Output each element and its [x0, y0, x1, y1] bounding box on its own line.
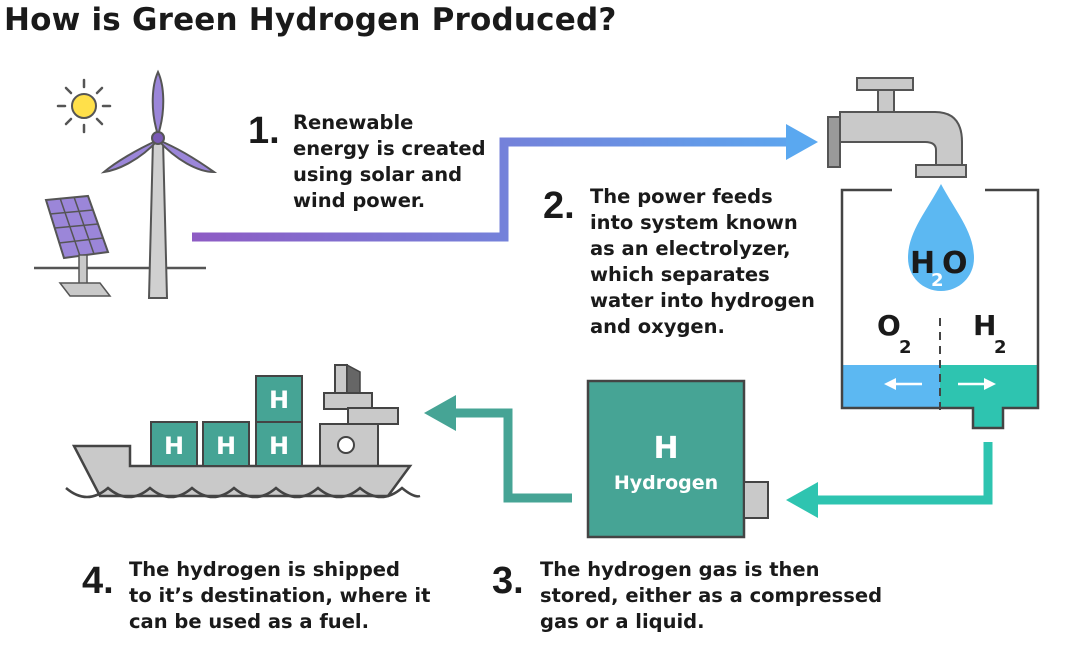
water-formula-o: O — [942, 246, 968, 281]
step-2-line: The power feeds — [590, 185, 773, 208]
hydrogen-label-subscript: 2 — [994, 337, 1007, 358]
step-4-text: The hydrogen is shipped to it’s destinat… — [129, 557, 430, 635]
power-flow-arrow — [192, 124, 818, 242]
step-2-line: which separates — [590, 263, 770, 286]
step-2-line: and oxygen. — [590, 315, 725, 338]
ship-container-label: H — [269, 386, 289, 414]
step-3-line: gas or a liquid. — [540, 610, 705, 633]
step-4-line: The hydrogen is shipped — [129, 558, 400, 581]
page-title: How is Green Hydrogen Produced? — [4, 2, 617, 38]
step-2-line: into system known — [590, 211, 798, 234]
step-2-line: as an electrolyzer, — [590, 237, 791, 260]
step-1-line: Renewable — [293, 111, 414, 134]
hydrogen-label: H — [973, 309, 996, 342]
storage-to-ship-arrow — [424, 395, 572, 503]
storage-tank-symbol: H — [653, 431, 678, 466]
step-1-line: using solar and — [293, 163, 463, 186]
electrolyzer-to-storage-arrow — [786, 442, 993, 518]
water-formula-subscript: 2 — [931, 270, 944, 291]
wind-turbine-icon — [100, 69, 218, 299]
step-3-line: stored, either as a compressed — [540, 584, 883, 607]
ship-container-label: H — [216, 432, 236, 460]
step-3-text: The hydrogen gas is then stored, either … — [540, 557, 882, 635]
cargo-ship-icon — [65, 363, 421, 499]
step-3-number: 3. — [492, 560, 524, 602]
electrolyzer-icon — [840, 188, 1040, 430]
solar-panel-icon — [44, 194, 112, 297]
step-1-number: 1. — [248, 110, 280, 152]
oxygen-label-subscript: 2 — [899, 337, 912, 358]
step-2-number: 2. — [543, 185, 575, 227]
step-1-line: wind power. — [293, 189, 426, 212]
step-1-text: Renewable energy is created using solar … — [293, 110, 486, 214]
oxygen-label: O — [877, 309, 901, 342]
step-4-line: can be used as a fuel. — [129, 610, 370, 633]
step-2-line: water into hydrogen — [590, 289, 815, 312]
hydrogen-storage-tank — [586, 379, 769, 539]
ship-container-label: H — [269, 432, 289, 460]
water-drop-icon — [908, 184, 974, 291]
faucet-icon — [827, 77, 967, 178]
step-4-number: 4. — [82, 560, 114, 602]
step-3-line: The hydrogen gas is then — [540, 558, 820, 581]
storage-tank-label: Hydrogen — [614, 472, 718, 494]
step-2-text: The power feeds into system known as an … — [590, 184, 815, 340]
sun-icon — [56, 78, 112, 134]
water-formula-h: H — [910, 246, 935, 281]
step-1-line: energy is created — [293, 137, 486, 160]
ship-container-label: H — [164, 432, 184, 460]
step-4-line: to it’s destination, where it — [129, 584, 431, 607]
